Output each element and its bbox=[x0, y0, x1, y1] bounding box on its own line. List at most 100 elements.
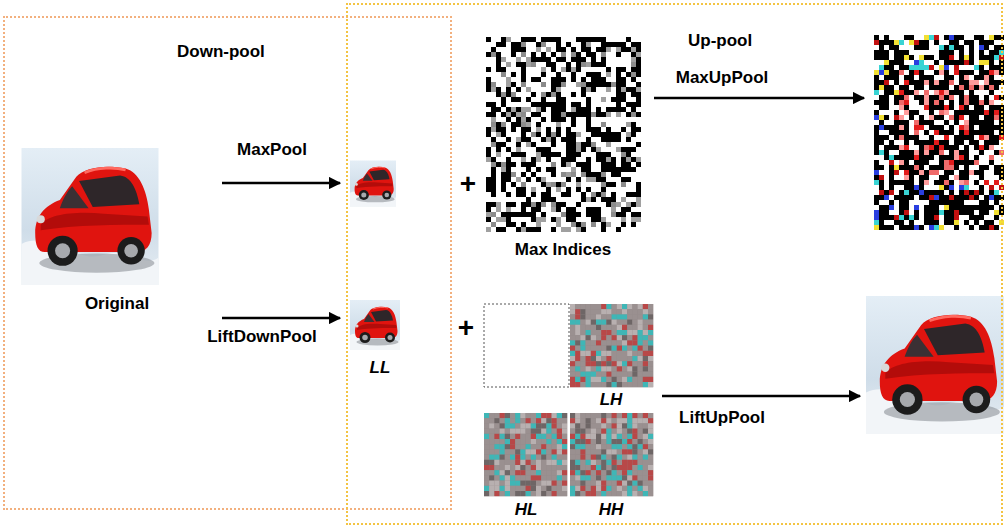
pixel bbox=[979, 145, 984, 150]
pixel bbox=[557, 475, 562, 480]
pixel bbox=[491, 37, 496, 42]
pixel bbox=[632, 304, 637, 309]
pixel bbox=[631, 182, 636, 187]
pixel bbox=[627, 372, 632, 377]
pixel bbox=[874, 185, 879, 190]
pixel bbox=[974, 70, 979, 75]
pixel bbox=[586, 57, 591, 62]
pixel bbox=[643, 314, 648, 319]
pixel bbox=[626, 202, 631, 207]
pixel bbox=[536, 418, 541, 423]
pixel bbox=[556, 52, 561, 57]
pixel bbox=[551, 52, 556, 57]
pixel bbox=[489, 429, 494, 434]
pixel bbox=[526, 491, 531, 496]
pixel bbox=[914, 200, 919, 205]
pixel bbox=[500, 470, 505, 475]
pixel bbox=[884, 170, 889, 175]
pixel bbox=[541, 82, 546, 87]
pixel bbox=[489, 444, 494, 449]
pixel bbox=[914, 205, 919, 210]
pixel bbox=[586, 202, 591, 207]
pixel bbox=[521, 92, 526, 97]
pixel bbox=[601, 162, 606, 167]
pixel bbox=[648, 309, 653, 314]
pixel bbox=[924, 100, 929, 105]
pixel bbox=[632, 351, 637, 356]
pixel bbox=[500, 413, 505, 418]
pixel bbox=[526, 132, 531, 137]
pixel bbox=[934, 155, 939, 160]
pixel bbox=[581, 112, 586, 117]
pixel bbox=[562, 465, 567, 470]
pixel bbox=[601, 382, 606, 387]
pixel bbox=[924, 180, 929, 185]
pixel bbox=[632, 418, 637, 423]
pixel bbox=[500, 418, 505, 423]
pixel bbox=[486, 167, 491, 172]
pixel bbox=[575, 361, 580, 366]
pixel bbox=[570, 361, 575, 366]
pixel bbox=[874, 95, 879, 100]
pixel bbox=[591, 67, 596, 72]
pixel bbox=[643, 320, 648, 325]
pixel bbox=[924, 135, 929, 140]
pixel bbox=[954, 185, 959, 190]
pixel bbox=[638, 340, 643, 345]
pixel bbox=[556, 142, 561, 147]
pixel bbox=[586, 351, 591, 356]
pixel bbox=[934, 65, 939, 70]
pixel bbox=[924, 110, 929, 115]
pixel bbox=[494, 434, 499, 439]
pixel bbox=[627, 439, 632, 444]
pixel bbox=[611, 222, 616, 227]
pixel bbox=[501, 162, 506, 167]
pixel bbox=[626, 122, 631, 127]
pixel bbox=[889, 160, 894, 165]
pixel bbox=[879, 90, 884, 95]
pixel bbox=[576, 217, 581, 222]
pixel bbox=[491, 112, 496, 117]
pixel bbox=[561, 62, 566, 67]
pixel bbox=[536, 67, 541, 72]
pixel bbox=[879, 35, 884, 40]
pixel bbox=[596, 97, 601, 102]
pixel bbox=[496, 102, 501, 107]
pixel bbox=[636, 107, 641, 112]
pixel bbox=[979, 115, 984, 120]
pixel bbox=[586, 449, 591, 454]
pixel bbox=[954, 125, 959, 130]
pixel bbox=[484, 429, 489, 434]
pixel bbox=[954, 150, 959, 155]
pixel bbox=[566, 72, 571, 77]
pixel bbox=[511, 52, 516, 57]
pixel bbox=[556, 137, 561, 142]
pixel bbox=[500, 449, 505, 454]
pixel bbox=[576, 182, 581, 187]
pixel bbox=[632, 377, 637, 382]
pixel bbox=[541, 142, 546, 147]
pixel bbox=[929, 65, 934, 70]
pixel bbox=[541, 227, 546, 232]
pixel bbox=[586, 330, 591, 335]
pixel bbox=[494, 418, 499, 423]
pixel bbox=[510, 418, 515, 423]
pixel bbox=[491, 72, 496, 77]
pixel bbox=[621, 197, 626, 202]
pixel bbox=[612, 377, 617, 382]
pixel bbox=[626, 222, 631, 227]
pixel bbox=[648, 314, 653, 319]
pixel bbox=[546, 486, 551, 491]
pixel bbox=[551, 82, 556, 87]
pixel bbox=[546, 182, 551, 187]
pixel bbox=[526, 87, 531, 92]
pixel bbox=[636, 87, 641, 92]
pixel bbox=[566, 52, 571, 57]
pixel bbox=[521, 52, 526, 57]
pixel bbox=[536, 486, 541, 491]
pixel bbox=[954, 175, 959, 180]
pixel bbox=[939, 110, 944, 115]
pixel bbox=[994, 120, 999, 125]
pixel bbox=[984, 160, 989, 165]
pixel bbox=[515, 413, 520, 418]
